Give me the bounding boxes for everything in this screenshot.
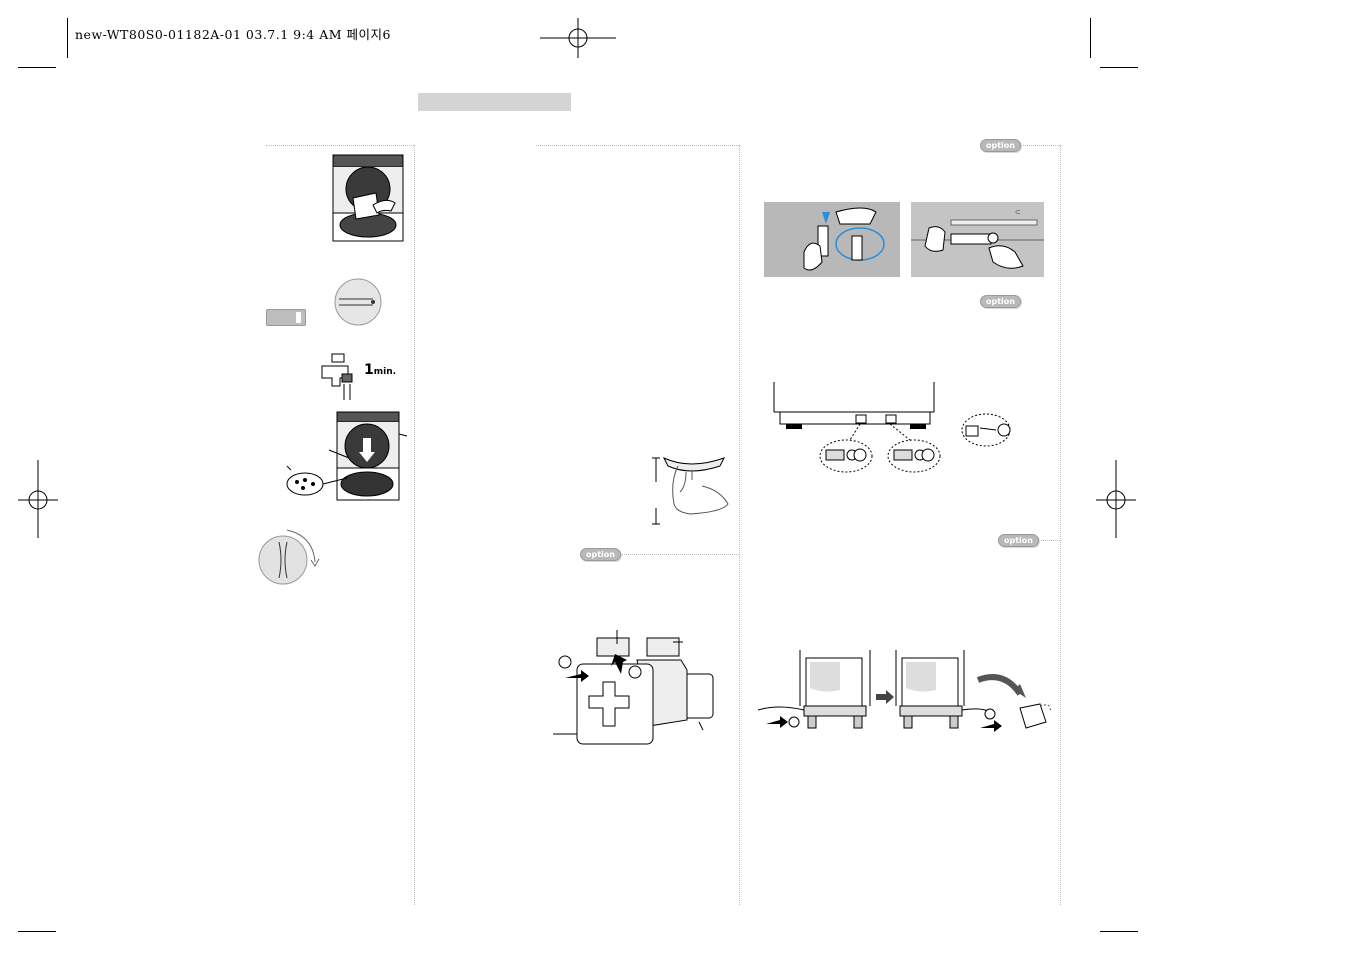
drain-hose-removal-illustration [757,650,1051,732]
drain-hose-sink-illustration [652,456,729,525]
washer-lint-filter-cleaning-illustration [332,154,404,242]
registration-mark-right [1096,460,1136,538]
crop-mark-tr-h [1100,67,1138,68]
start-dial-illustration [258,529,320,585]
section-title-bar [418,93,571,111]
frame-top-middle [536,145,739,146]
print-slug: new-WT80S0-01182A-01 03.7.1 9:4 AM 페이지6 [75,27,391,42]
frame-divider-3 [1060,145,1061,905]
frame-top-right [1014,145,1060,146]
duration-unit: min. [373,367,397,377]
frame-top-left [266,145,414,146]
registration-mark-top [540,18,616,58]
frame-mid-right [1030,540,1060,541]
registration-mark-left [18,460,58,538]
option-badge: option [580,548,621,561]
option-badge: option [980,139,1021,152]
control-dial-illustration [334,278,382,326]
detergent-drawer-illustration [553,630,714,745]
option-badge: option [998,534,1039,547]
crop-mark-tr-v [1090,18,1091,58]
frame-divider-1 [414,145,415,905]
frame-divider-2 [739,145,740,905]
option-badge: option [980,295,1021,308]
washer-bottom-inlets-illustration [773,382,1011,473]
crop-mark-bl-h [18,931,56,932]
svg-text:⊂: ⊂ [1015,208,1021,216]
hose-connection-photo-1 [764,202,900,277]
crop-mark-br-h [1100,931,1138,932]
hose-connection-photo-2: ⊂ [911,202,1044,277]
crop-mark-tl-v [67,18,68,58]
duration-value: 1 [364,362,374,378]
duration-label: 1min. [364,362,396,378]
frame-mid-middle [614,554,739,555]
crop-mark-tl-h [18,67,56,68]
water-faucet-icon [321,353,353,400]
washer-filter-reinstall-illustration [286,411,408,501]
cycle-selector-button [266,309,306,326]
